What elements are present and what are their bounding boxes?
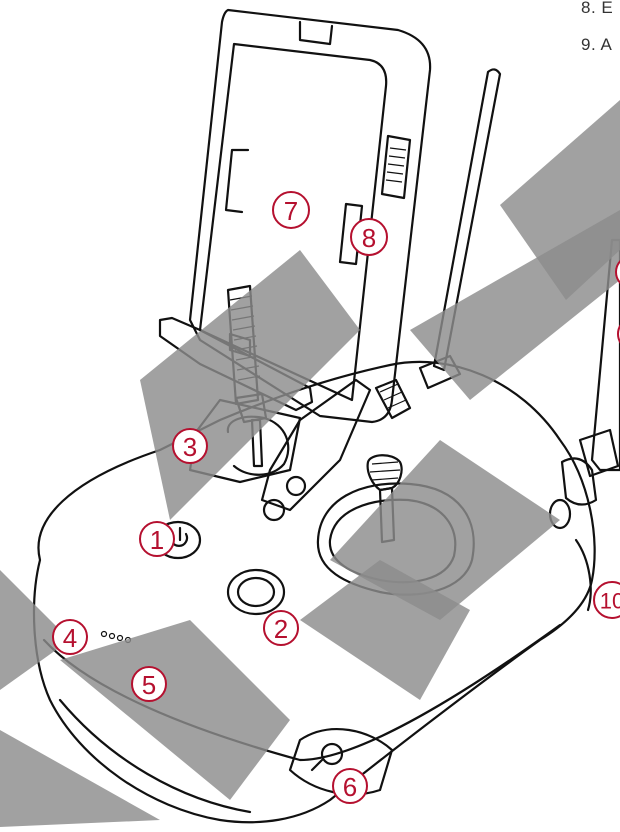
controller-body — [32, 360, 596, 824]
svg-text:2: 2 — [274, 614, 288, 644]
callout-7: 7 — [272, 191, 310, 229]
gimbal-dial — [374, 378, 412, 420]
callout-10: 10 — [593, 581, 620, 619]
charging-port — [288, 728, 394, 796]
callout-8: 8 — [350, 218, 388, 256]
watermark — [0, 100, 620, 827]
svg-text:1: 1 — [150, 525, 164, 555]
side-buttons — [548, 498, 592, 612]
return-home-button — [226, 568, 286, 616]
svg-text:6: 6 — [343, 772, 357, 802]
legend-item-8: 8. E — [581, 0, 614, 17]
callout-4: 4 — [52, 619, 88, 655]
callout-3: 3 — [172, 428, 208, 464]
callout-5: 5 — [131, 666, 167, 702]
svg-text:3: 3 — [183, 432, 197, 462]
svg-text:8: 8 — [362, 223, 376, 253]
svg-text:4: 4 — [63, 623, 77, 653]
callout-1: 1 — [139, 521, 175, 557]
callout-2: 2 — [263, 610, 299, 646]
svg-text:10: 10 — [600, 589, 620, 614]
callout-6: 6 — [332, 768, 368, 804]
legend-item-9: 9. A — [581, 35, 613, 54]
svg-text:7: 7 — [284, 196, 298, 226]
svg-text:5: 5 — [142, 670, 156, 700]
callout-partial-upper — [615, 259, 620, 285]
